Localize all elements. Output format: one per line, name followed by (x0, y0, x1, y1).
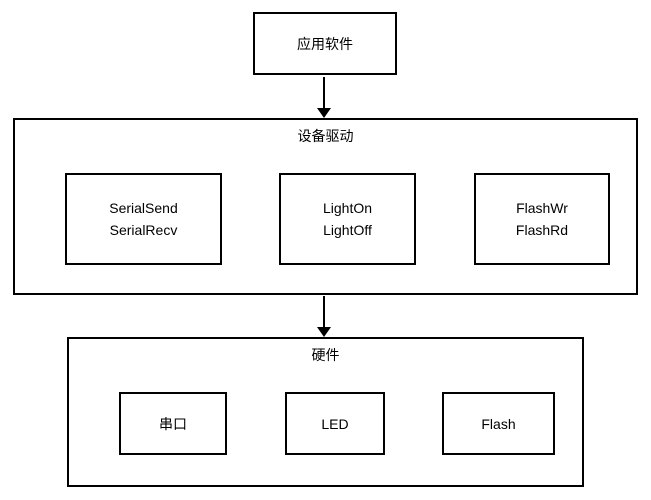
arrow-app-to-driver-head (317, 108, 331, 118)
arrow-app-to-driver-line (323, 77, 325, 109)
driver-module-light-line1: LightOn (322, 200, 373, 216)
hardware-component-led: LED (285, 392, 385, 455)
hardware-component-serial-port-label: 串口 (159, 415, 187, 432)
device-driver-container: 设备驱动 SerialSend SerialRecv LightOn Light… (13, 118, 638, 295)
hardware-component-serial-port: 串口 (119, 392, 227, 455)
arrow-driver-to-hardware-head (317, 327, 331, 337)
hardware-title: 硬件 (311, 347, 340, 363)
driver-module-light: LightOn LightOff (279, 173, 416, 265)
application-software-box: 应用软件 (253, 12, 397, 75)
driver-module-flash-line2: FlashRd (515, 222, 569, 238)
driver-module-light-line2: LightOff (323, 222, 372, 238)
hardware-component-flash: Flash (442, 392, 555, 455)
application-software-label: 应用软件 (297, 35, 353, 52)
device-driver-title: 设备驱动 (297, 128, 354, 144)
driver-module-serial-line1: SerialSend (109, 200, 178, 216)
hardware-container: 硬件 串口 LED Flash (67, 337, 584, 487)
hardware-component-flash-label: Flash (481, 415, 516, 432)
hardware-component-led-label: LED (321, 415, 349, 432)
driver-module-serial-line2: SerialRecv (109, 222, 178, 238)
arrow-driver-to-hardware-line (323, 296, 325, 328)
driver-module-flash: FlashWr FlashRd (474, 173, 610, 265)
driver-module-serial: SerialSend SerialRecv (65, 173, 222, 265)
driver-module-flash-line1: FlashWr (516, 200, 568, 216)
